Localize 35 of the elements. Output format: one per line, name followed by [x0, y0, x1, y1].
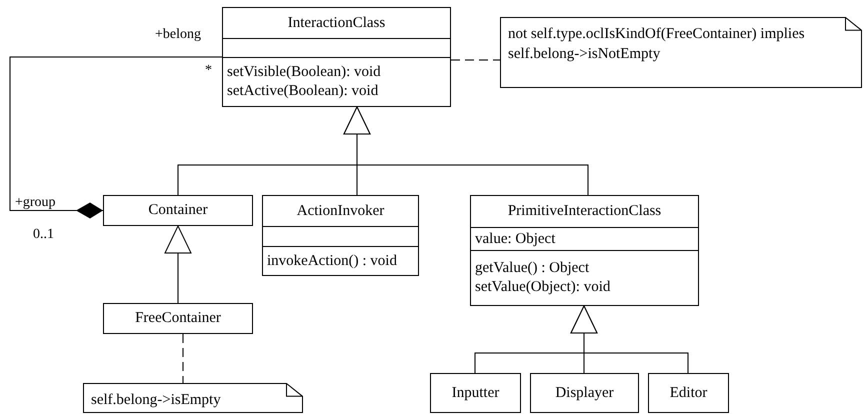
role-label: +belong — [155, 27, 201, 43]
class-box — [262, 195, 419, 276]
class-box — [222, 7, 451, 107]
class-box — [648, 373, 729, 413]
multiplicity-label: * — [205, 63, 212, 79]
class-box — [430, 373, 521, 413]
class-box — [470, 195, 699, 306]
note-text: self.belong->isEmpty — [90, 391, 222, 410]
class-name: FreeContainer — [135, 309, 221, 328]
attribute-text: value: Object — [475, 230, 556, 248]
generalization-arrow — [570, 306, 688, 374]
dashed-connector — [182, 334, 184, 384]
note-text: not self.type.oclIsKindOf(FreeContainer) implies self.belong->isNotEmpty — [507, 25, 806, 64]
role-label: +group — [15, 195, 56, 211]
class-name: InteractionClass — [288, 14, 386, 33]
class-box — [530, 373, 639, 413]
generalization-arrow — [164, 226, 192, 304]
class-name: Editor — [670, 384, 708, 402]
method-text: setVisible(Boolean): void — [227, 63, 382, 82]
note-box — [500, 17, 862, 88]
generalization-arrow — [344, 106, 588, 196]
note-box — [83, 383, 303, 413]
class-name: Displayer — [555, 384, 614, 402]
method-text: setActive(Boolean): void — [227, 82, 380, 101]
class-name: ActionInvoker — [296, 202, 384, 220]
class-name: Inputter — [452, 384, 500, 402]
class-box — [103, 195, 253, 226]
class-name: Container — [148, 201, 208, 220]
class-box — [103, 303, 253, 334]
method-text: setValue(Object): void — [475, 278, 612, 297]
composition-line — [10, 56, 222, 218]
multiplicity-label: 0..1 — [33, 227, 54, 243]
class-name: PrimitiveInteractionClass — [508, 202, 662, 221]
method-text: invokeAction() : void — [267, 252, 398, 270]
method-text: getValue() : Object — [475, 259, 590, 278]
